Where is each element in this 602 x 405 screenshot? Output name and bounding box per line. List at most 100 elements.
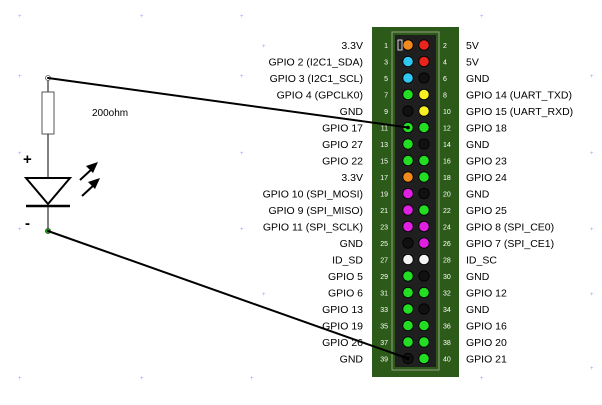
pin-29[interactable] (402, 270, 414, 282)
grid-marker: + (18, 74, 22, 80)
pin-number-odd: 33 (380, 307, 388, 314)
pin-17[interactable] (402, 171, 414, 183)
pin-36[interactable] (418, 319, 430, 332)
pin-label-right: GPIO 14 (UART_TXD) (466, 89, 572, 101)
pin-number-odd: 3 (384, 60, 388, 67)
pin-38[interactable] (418, 336, 430, 348)
pin-label-left: GPIO 4 (GPCLK0) (277, 89, 363, 101)
pin-label-right: GPIO 23 (466, 155, 507, 167)
pin-number-odd: 25 (380, 241, 388, 248)
pin-number-odd: 11 (381, 126, 388, 133)
pin-number-odd: 37 (380, 340, 388, 347)
pin-1[interactable] (402, 39, 414, 51)
pin-35[interactable] (402, 319, 414, 332)
pin-13[interactable] (402, 138, 414, 150)
pin-label-left: GND (340, 353, 364, 365)
pin-18[interactable] (418, 171, 430, 183)
pin-number-even: 8 (443, 93, 447, 100)
pin-label-left: GPIO 3 (I2C1_SCL) (270, 73, 363, 85)
pin-label-left: GPIO 17 (322, 122, 363, 134)
pin-24[interactable] (418, 220, 430, 233)
pin-16[interactable] (418, 154, 430, 167)
pin-22[interactable] (418, 204, 430, 216)
pin-26[interactable] (418, 237, 430, 249)
grid-marker: + (140, 376, 144, 382)
pin-number-even: 20 (443, 192, 451, 199)
grid-marker: + (240, 74, 244, 80)
pin-number-even: 2 (443, 43, 447, 50)
grid-marker: + (480, 376, 484, 382)
pin-number-odd: 5 (384, 76, 388, 83)
pin-20[interactable] (418, 187, 430, 200)
pin-10[interactable] (418, 105, 430, 117)
pin-number-odd: 21 (380, 208, 388, 215)
pin-21[interactable] (402, 204, 414, 216)
pin-number-odd: 29 (380, 274, 388, 281)
pin-label-left: GPIO 22 (322, 155, 363, 167)
pin-label-left: ID_SD (332, 254, 363, 266)
grid-marker: + (240, 151, 244, 157)
pin-12[interactable] (418, 121, 430, 134)
pin-7[interactable] (402, 88, 414, 101)
pin-number-odd: 1 (384, 43, 388, 50)
pin-15[interactable] (402, 154, 414, 167)
pin-27[interactable] (402, 253, 414, 266)
pin-number-even: 38 (443, 340, 451, 347)
grid-marker: + (590, 227, 594, 233)
pin-25[interactable] (402, 237, 414, 249)
grid-marker: + (18, 151, 22, 157)
pin-23[interactable] (402, 220, 414, 233)
pin-label-right: 5V (466, 56, 479, 68)
wires (47, 77, 410, 361)
wire-resistor-top-to-pin-11[interactable] (47, 77, 409, 129)
wire-led-cathode-to-pin-39[interactable] (47, 230, 409, 360)
pin-40[interactable] (418, 352, 430, 365)
led-triangle[interactable] (23, 177, 73, 206)
led-emission-arrows (79, 162, 100, 197)
pin-32[interactable] (418, 286, 430, 299)
pin-label-left: GPIO 13 (322, 304, 363, 316)
pin-19[interactable] (402, 187, 414, 200)
pin-31[interactable] (402, 286, 414, 299)
pin-34[interactable] (418, 303, 430, 315)
header-outline (391, 31, 440, 371)
resistor-body[interactable] (41, 91, 55, 135)
pin-number-odd: 23 (380, 225, 388, 232)
pin-28[interactable] (418, 253, 430, 266)
pin-9[interactable] (402, 105, 414, 117)
pin-label-right: GND (466, 271, 490, 283)
pin-label-right: GPIO 24 (466, 172, 507, 184)
resistor-label: 200ohm (92, 108, 128, 119)
grid-markers: +++++++++++++++++++++ (18, 14, 594, 382)
pin-3[interactable] (402, 55, 414, 68)
grid-marker: + (480, 14, 484, 20)
grid-marker: + (590, 292, 594, 298)
pin-8[interactable] (418, 88, 430, 101)
pin-33[interactable] (402, 303, 414, 315)
pin-2[interactable] (418, 39, 430, 51)
pin-30[interactable] (418, 270, 430, 282)
pin-14[interactable] (418, 138, 430, 150)
grid-marker: + (18, 227, 22, 233)
pin-5[interactable] (402, 72, 414, 84)
pin-4[interactable] (418, 55, 430, 68)
pin-label-right: GPIO 18 (466, 122, 507, 134)
pin-label-left: GPIO 19 (322, 320, 363, 332)
pin-number-odd: 13 (380, 142, 388, 149)
pin-6[interactable] (418, 72, 430, 84)
pin-label-left: GPIO 10 (SPI_MOSI) (263, 188, 363, 200)
pin-number-even: 34 (443, 307, 451, 314)
pin-37[interactable] (402, 336, 414, 348)
pin-label-right: GND (466, 188, 490, 200)
grid-marker: + (18, 14, 22, 20)
